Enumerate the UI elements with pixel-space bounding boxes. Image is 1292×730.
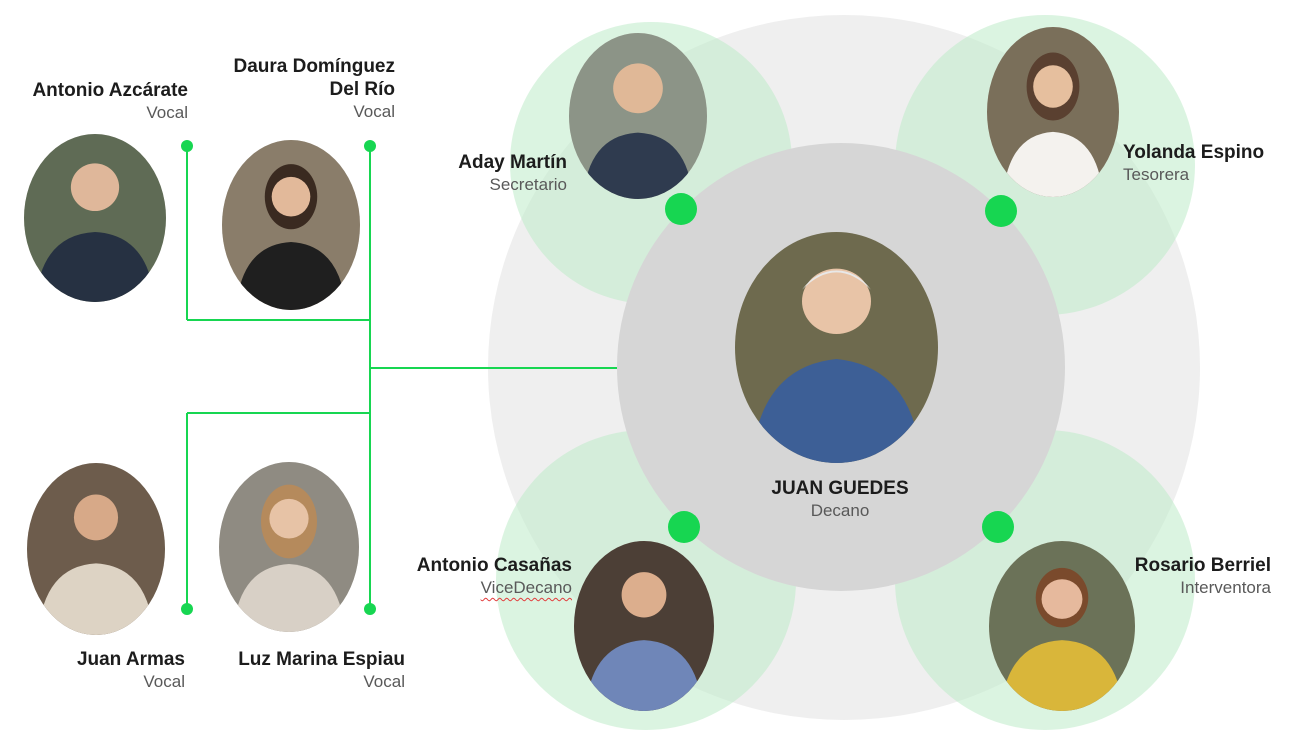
daura-dominguez-label: Daura Domínguez Del Río Vocal xyxy=(233,56,395,122)
connector-node xyxy=(181,140,193,152)
rosario-berriel-label: Rosario Berriel Interventora xyxy=(1135,555,1271,598)
person-role: Tesorera xyxy=(1123,164,1190,184)
dean-label: JUAN GUEDES Decano xyxy=(740,478,940,521)
person-name-line1: Daura Domínguez xyxy=(233,56,395,77)
connector-dot xyxy=(668,511,700,543)
photo-rosario-berriel xyxy=(989,541,1135,711)
juan-armas-label: Juan Armas Vocal xyxy=(77,649,185,692)
connector-node xyxy=(181,603,193,615)
photo-juan-guedes xyxy=(735,232,938,463)
person-name: Antonio Azcárate xyxy=(32,80,188,101)
connector-dot xyxy=(665,193,697,225)
photo-juan-armas xyxy=(27,463,165,635)
photo-luz-marina-espiau xyxy=(219,462,359,632)
aday-martin-label: Aday Martín Secretario xyxy=(458,152,567,195)
antonio-azcarate-label: Antonio Azcárate Vocal xyxy=(32,80,188,123)
dean-role: Decano xyxy=(810,500,870,520)
person-role: ViceDecano xyxy=(480,577,572,597)
connector-dot xyxy=(982,511,1014,543)
person-role: Vocal xyxy=(143,671,185,691)
connector-dot xyxy=(985,195,1017,227)
person-role: Vocal xyxy=(353,101,395,121)
photo-antonio-azcarate xyxy=(24,134,166,302)
person-role: Interventora xyxy=(1180,577,1271,597)
person-name-line2: Del Río xyxy=(329,78,395,100)
person-name: Yolanda Espino xyxy=(1123,142,1265,163)
person-role: Secretario xyxy=(489,174,567,194)
person-name: Rosario Berriel xyxy=(1134,555,1271,576)
connector-node xyxy=(364,603,376,615)
photo-yolanda-espino xyxy=(987,27,1119,197)
person-name: Luz Marina Espiau xyxy=(238,649,405,670)
photo-aday-martin xyxy=(569,33,707,199)
person-name: Aday Martín xyxy=(458,152,567,173)
person-role: Vocal xyxy=(146,102,188,122)
person-role: Vocal xyxy=(363,671,405,691)
connector-node xyxy=(364,140,376,152)
person-name: Antonio Casañas xyxy=(416,555,572,576)
person-name: Juan Armas xyxy=(76,649,185,670)
luz-marina-espiau-label: Luz Marina Espiau Vocal xyxy=(238,649,405,692)
photo-daura-dominguez xyxy=(222,140,360,310)
dean-name: JUAN GUEDES xyxy=(771,478,909,499)
yolanda-espino-label: Yolanda Espino Tesorera xyxy=(1123,142,1264,185)
photo-antonio-casanas xyxy=(574,541,714,711)
antonio-casanas-label: Antonio Casañas ViceDecano xyxy=(417,555,572,598)
